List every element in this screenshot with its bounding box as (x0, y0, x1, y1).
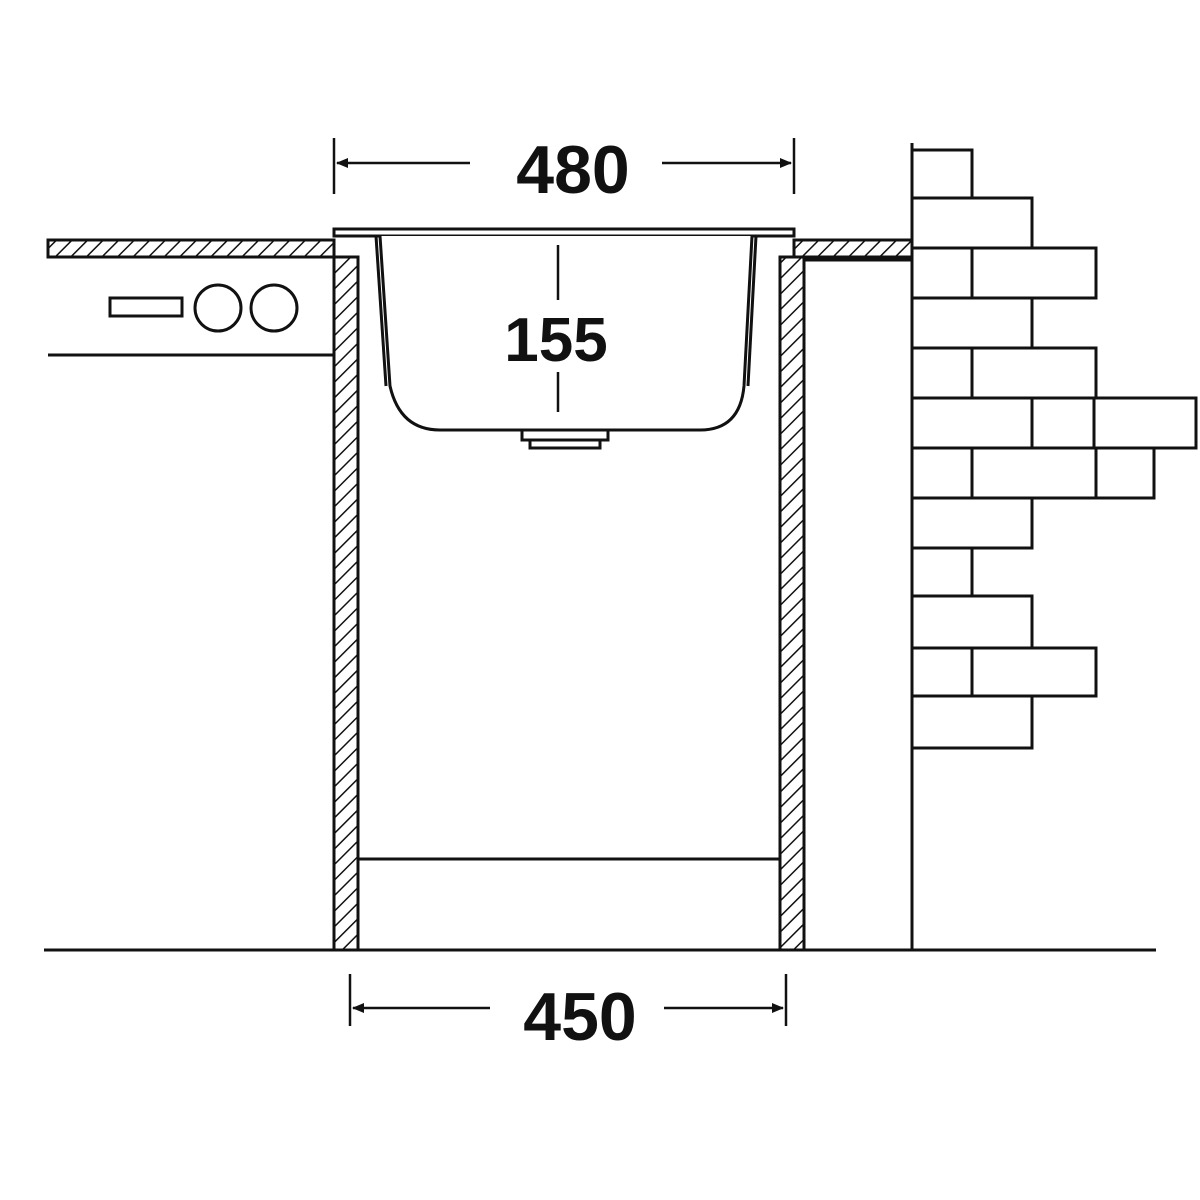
cabinet-side-right (778, 255, 806, 952)
cabinet-side-left (332, 255, 360, 952)
dimension-cabinet-width (348, 974, 788, 1026)
display-slot (108, 296, 184, 318)
sink-rim (332, 227, 796, 238)
brick (970, 646, 1098, 698)
brick (910, 594, 1034, 650)
brick (910, 446, 974, 500)
countertop-right (792, 238, 914, 259)
brick (1030, 396, 1096, 450)
sink-wall-inner-right (746, 235, 758, 387)
dimension-sink-width (332, 138, 796, 194)
countertop (46, 238, 914, 262)
sink-wall-inner-left (374, 235, 388, 387)
brick (910, 246, 974, 300)
control-knob-left (193, 283, 243, 333)
brick (910, 646, 974, 698)
dishwasher-appliance (48, 255, 334, 357)
brick (970, 246, 1098, 300)
brick (910, 346, 974, 400)
brick (970, 346, 1098, 400)
sink-base-cabinet (332, 255, 806, 952)
dimension-label-sink-width: 480 (516, 132, 629, 208)
brick (910, 496, 1034, 550)
brick (910, 148, 974, 200)
brick (910, 396, 1034, 450)
brick (910, 296, 1034, 350)
brick-wall (910, 143, 1198, 950)
brick (910, 546, 974, 598)
dimension-label-cabinet-width: 450 (523, 979, 636, 1055)
brick (970, 446, 1098, 500)
dimension-label-bowl-depth: 155 (504, 306, 607, 375)
brick (1094, 446, 1156, 500)
control-knob-right (249, 283, 299, 333)
countertop-left (46, 238, 336, 259)
brick (1092, 396, 1198, 450)
drain-outlet-lower (528, 438, 602, 450)
brick (910, 694, 1034, 750)
brick (910, 196, 1034, 250)
inset-sink (332, 227, 796, 450)
